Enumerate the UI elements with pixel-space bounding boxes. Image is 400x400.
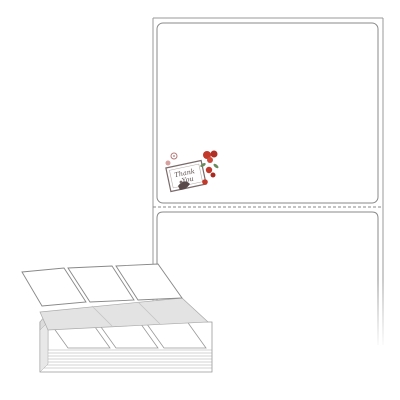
stack-top-labels [21, 263, 183, 307]
sticker-text-line2: You [181, 175, 194, 185]
label-1 [156, 22, 379, 204]
stack-fold-sheet [39, 297, 209, 331]
thank-you-floral-sticker-icon: Thank You [165, 150, 219, 193]
fanfold-label-stack-icon [21, 263, 213, 373]
